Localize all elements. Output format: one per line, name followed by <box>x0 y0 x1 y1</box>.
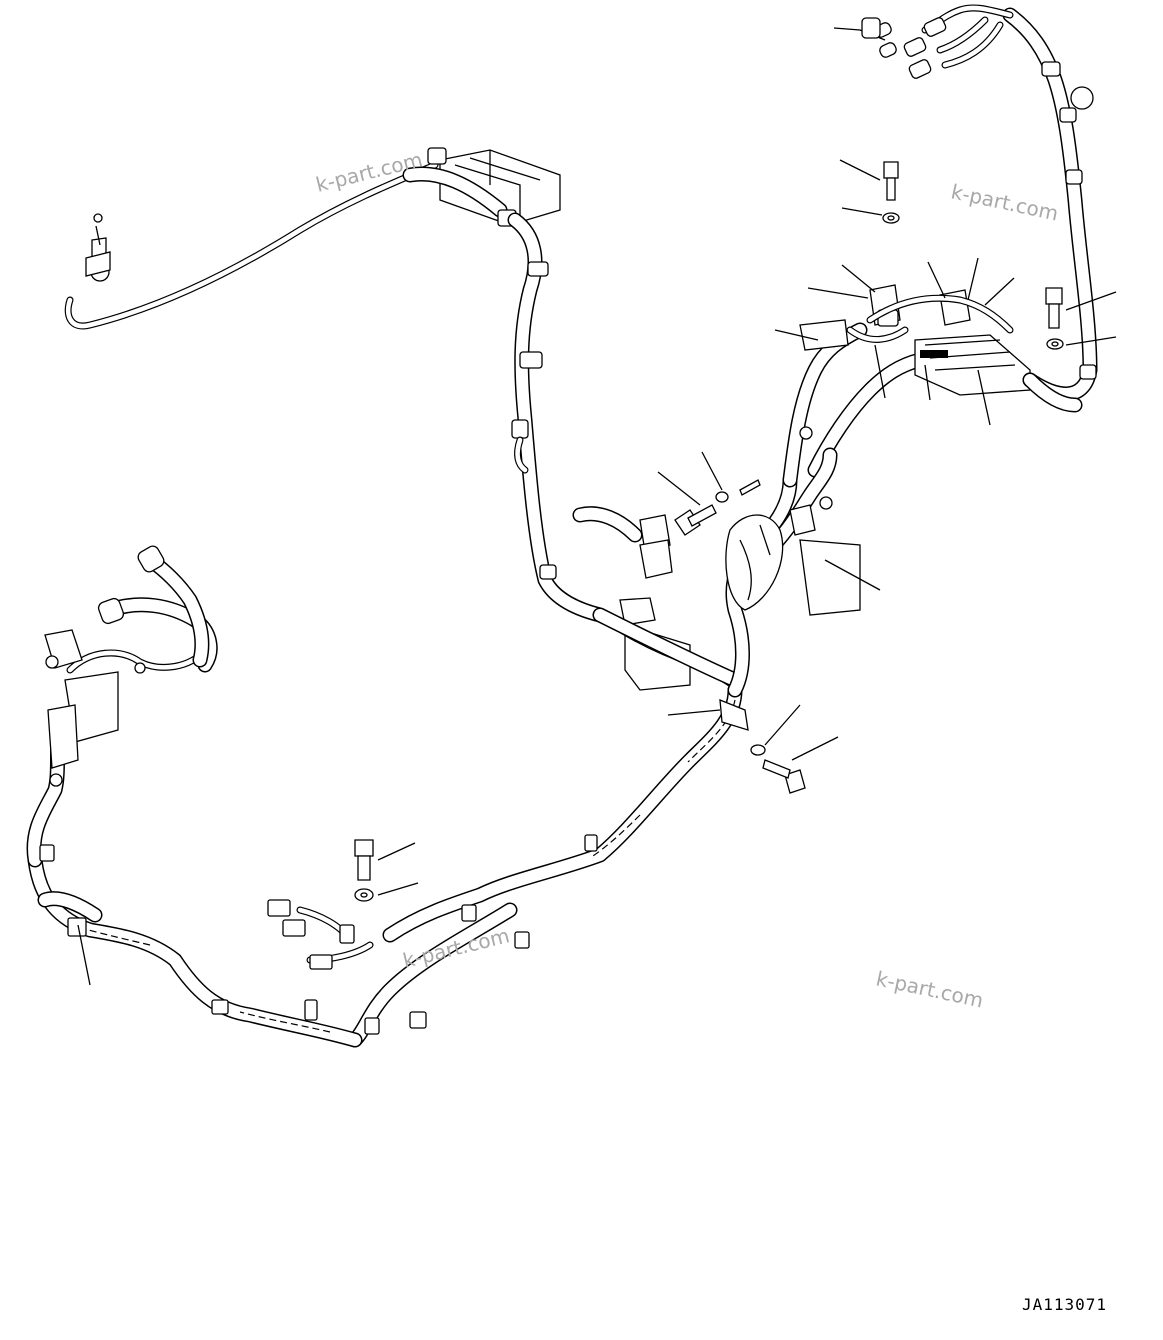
main-harness-trunk <box>26 682 743 1048</box>
top-center-connector-block <box>402 147 561 227</box>
bolt-lower-right <box>750 744 806 794</box>
watermarks: k-part.com k-part.com k-part.com k-part.… <box>313 147 1060 1012</box>
watermark-text: k-part.com <box>949 179 1061 225</box>
bottom-connector-group <box>39 834 598 1035</box>
bolt-far-right <box>1045 287 1064 350</box>
center-vertical-harness <box>507 212 608 623</box>
bolt-center <box>674 479 761 536</box>
watermark-text: k-part.com <box>874 966 986 1012</box>
top-right-harness <box>874 4 1098 413</box>
bolt-top-right <box>882 161 900 224</box>
upper-left-harness <box>64 161 439 330</box>
leader-lines <box>77 17 1117 986</box>
left-upper-harness <box>44 545 218 787</box>
relay-module <box>572 506 743 691</box>
bolt-bottom-left <box>354 839 374 902</box>
watermark-text: k-part.com <box>400 923 511 973</box>
right-connector-cluster <box>725 284 1031 698</box>
bolts-and-washers <box>354 161 1064 902</box>
drawing-code: JA113071 <box>1022 1295 1107 1314</box>
watermark-text: k-part.com <box>313 147 424 197</box>
